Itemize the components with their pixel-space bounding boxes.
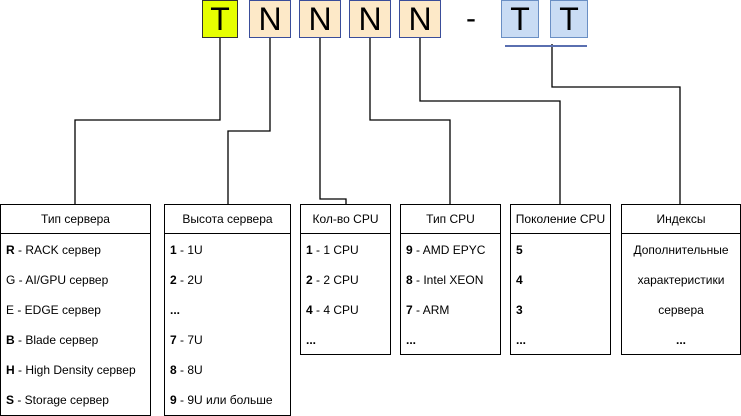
connector-server-type [74,38,221,204]
list-item: G - AI/GPU сервер [6,273,109,287]
list-item: ... [516,333,527,347]
list-item: 8 - 8U [170,363,203,377]
connector-cpu-count [319,38,347,204]
code-letter-cpu-count: N [299,0,341,38]
list-item: ... [306,333,317,347]
list-item: 5 [516,243,523,257]
box-title: Тип сервера [1,205,150,234]
list-item: S - Storage сервер [6,393,109,407]
connector-indexes [551,44,681,204]
box-indexes: Индексы Дополнительные характеристики се… [621,204,741,355]
box-cpu-count: Кол-во CPU 1 - 1 CPU 2 - 2 CPU 4 - 4 CPU… [300,204,391,355]
list-item: 1 - 1U [170,243,203,257]
list-item: 3 [516,303,523,317]
code-letter-index-2: T [550,0,588,38]
list-item: 9 - AMD EPYC [406,243,486,257]
box-title: Поколение CPU [511,205,610,234]
box-cpu-generation: Поколение CPU 5 4 3 ... [510,204,611,355]
code-letter-server-type: T [202,0,238,38]
box-cpu-type: Тип CPU 9 - AMD EPYC 8 - Intel XEON 7 - … [400,204,501,355]
code-letter-cpu-type: N [349,0,391,38]
connector-height [227,38,271,204]
connector-cpu-gen [419,38,561,204]
list-item: 4 [516,273,523,287]
list-item: 7 - ARM [406,303,450,317]
code-letter-index-1: T [501,0,539,38]
list-item: E - EDGE сервер [6,303,101,317]
box-title: Индексы [622,205,740,234]
list-item: ... [170,303,181,317]
list-item: 1 - 1 CPU [306,243,359,257]
code-letter-height: N [249,0,291,38]
list-item: характеристики [637,273,725,287]
code-separator: - [466,2,476,35]
list-item: сервера [658,303,704,317]
connector-cpu-type [369,38,451,204]
index-underline [505,45,587,47]
box-server-height: Высота сервера 1 - 1U 2 - 2U ... 7 - 7U … [164,204,291,416]
list-item: 2 - 2 CPU [306,273,359,287]
list-item: R - RACK сервер [6,243,101,257]
code-letter-cpu-gen: N [399,0,441,38]
list-item: H - High Density сервер [6,363,136,377]
list-item: 8 - Intel XEON [406,273,484,287]
list-item: Дополнительные [633,243,729,257]
box-title: Высота сервера [165,205,290,234]
list-item: B - Blade сервер [6,333,99,347]
list-item: 7 - 7U [170,333,203,347]
list-item: ... [406,333,417,347]
list-item: ... [675,333,686,347]
box-title: Тип CPU [401,205,500,234]
box-server-type: Тип сервера R - RACK сервер G - AI/GPU с… [0,204,151,416]
list-item: 9 - 9U или больше [170,393,273,407]
box-title: Кол-во CPU [301,205,390,234]
list-item: 4 - 4 CPU [306,303,359,317]
list-item: 2 - 2U [170,273,203,287]
